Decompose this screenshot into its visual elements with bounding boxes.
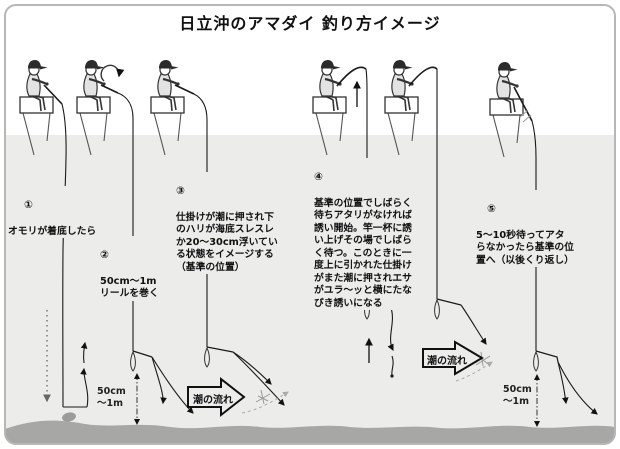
ghost-line (241, 391, 289, 414)
step-text-3: 仕掛けが潮に押され下 のハリが海底スレスレ か20～30cm浮いてい る状態をイ… (176, 211, 278, 273)
seabed (5, 420, 615, 444)
step-text-4: 基準の位置でしばらく 待ちアタリがなければ 誘い開始。竿一杯に誘 い上げその場で… (314, 197, 412, 309)
fishing-line-4a (365, 68, 368, 299)
rod-2 (100, 84, 119, 94)
drift-scribble (255, 389, 271, 405)
depth-range-label-right: 50cm ～1m (503, 384, 532, 408)
fishing-line-2 (117, 92, 134, 351)
rig-step1 (62, 341, 89, 422)
rod-3 (174, 84, 195, 95)
step-note-1: ① オモリが着底したら (8, 186, 110, 239)
step-number-5: ⑤ (487, 202, 496, 215)
diagram-title: 日立沖のアマダイ 釣り方イメージ (179, 14, 441, 33)
step-note-2: ② 50cm～1m リールを巻く (100, 236, 166, 301)
rod-4b (408, 66, 438, 87)
step-text-1: オモリが着底したら (8, 225, 97, 237)
step-number-2: ② (100, 248, 109, 261)
current-flow-label-1: 潮の流れ (193, 395, 233, 406)
step-note-3: ③ 仕掛けが潮に押され下 のハリが海底スレスレ か20～30cm浮いてい る状態… (176, 172, 282, 275)
step-number-3: ③ (176, 184, 185, 197)
current-arrow-icon-1 (187, 376, 246, 418)
step-text-2: 50cm～1m リールを巻く (100, 275, 159, 300)
rod-1 (43, 84, 63, 105)
step-note-5: ⑤ 5～10秒待ってアタ らなかったら基準の位 置へ（以後くり返し） (476, 190, 586, 268)
reel-turn-arrow-icon (100, 64, 125, 82)
current-flow-label-2: 潮の流れ (427, 356, 467, 367)
rod-motion-hashes (519, 109, 532, 123)
fishing-line-3 (193, 93, 208, 347)
ghost-line (455, 361, 493, 382)
depth-range-label-left: 50cm ～1m (97, 386, 126, 410)
current-arrow-icon-2 (422, 340, 484, 376)
rig-step5 (533, 350, 598, 415)
step-number-1: ① (24, 198, 33, 211)
fishing-line-5 (531, 120, 537, 351)
rig-step2 (130, 350, 194, 414)
step-note-4: ④ 基準の位置でしばらく 待ちアタリがなければ 誘い開始。竿一杯に誘 い上げその… (314, 158, 420, 311)
step-text-5: 5～10秒待ってアタ らなかったら基準の位 置へ（以後くり返し） (476, 229, 574, 266)
rig-step3 (204, 346, 289, 414)
step-number-4: ④ (314, 170, 323, 183)
rod-5 (513, 86, 533, 122)
fishing-line-1 (61, 103, 67, 408)
diagram-frame (4, 4, 616, 445)
weight-on-bottom-icon (62, 412, 76, 422)
rod-4a (336, 66, 367, 87)
